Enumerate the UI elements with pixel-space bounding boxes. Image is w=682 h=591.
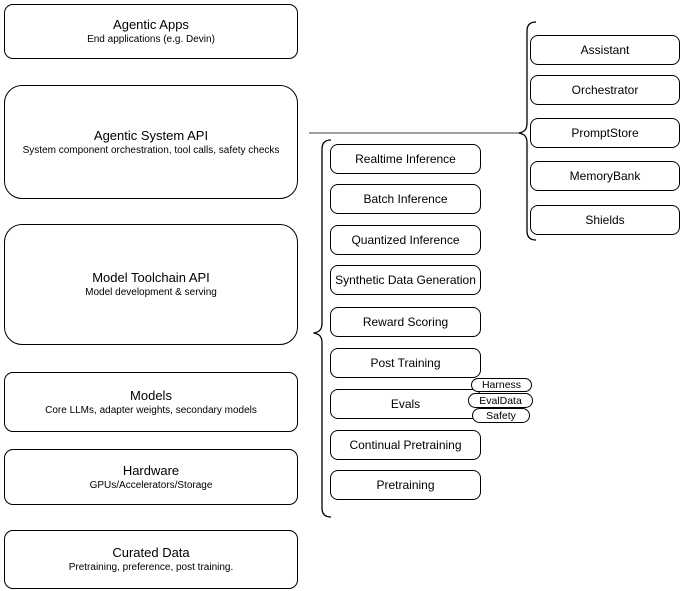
eval-tag-safety: Safety <box>472 408 530 423</box>
node-hardware: Hardware GPUs/Accelerators/Storage <box>4 449 298 505</box>
node-label: Post Training <box>370 356 441 370</box>
node-title: Agentic System API <box>93 127 209 143</box>
node-subtitle: System component orchestration, tool cal… <box>22 144 280 156</box>
node-subtitle: GPUs/Accelerators/Storage <box>89 479 213 491</box>
tag-label: Harness <box>481 379 522 391</box>
node-title: Models <box>130 387 172 403</box>
node-label: Quantized Inference <box>351 233 460 247</box>
node-model-toolchain-api: Model Toolchain API Model development & … <box>4 224 298 345</box>
node-subtitle: Core LLMs, adapter weights, secondary mo… <box>45 404 257 416</box>
node-curated-data: Curated Data Pretraining, preference, po… <box>4 530 298 589</box>
node-models: Models Core LLMs, adapter weights, secon… <box>4 372 298 432</box>
toolchain-brace <box>313 139 332 518</box>
node-promptstore: PromptStore <box>530 118 680 148</box>
node-subtitle: Pretraining, preference, post training. <box>68 562 234 573</box>
node-quantized-inference: Quantized Inference <box>330 225 481 255</box>
node-assistant: Assistant <box>530 35 680 65</box>
node-label: Assistant <box>580 43 630 57</box>
tag-label: Safety <box>486 409 516 422</box>
node-agentic-apps: Agentic Apps End applications (e.g. Devi… <box>4 4 298 59</box>
node-label: Pretraining <box>376 478 435 492</box>
node-pretraining: Pretraining <box>330 470 481 500</box>
node-label: Reward Scoring <box>362 315 449 329</box>
node-subtitle: End applications (e.g. Devin) <box>87 34 215 45</box>
node-memorybank: MemoryBank <box>530 161 680 191</box>
node-label: Synthetic Data Generation <box>335 273 476 287</box>
node-continual-pretraining: Continual Pretraining <box>330 430 481 460</box>
node-realtime-inference: Realtime Inference <box>330 144 481 174</box>
node-label: Batch Inference <box>363 192 448 206</box>
node-orchestrator: Orchestrator <box>530 75 680 105</box>
node-post-training: Post Training <box>330 348 481 378</box>
node-title: Model Toolchain API <box>92 270 210 285</box>
node-shields: Shields <box>530 205 680 235</box>
node-label: Evals <box>390 397 421 411</box>
node-reward-scoring: Reward Scoring <box>330 307 481 337</box>
node-label: PromptStore <box>571 126 639 140</box>
node-label: Shields <box>585 213 625 227</box>
tag-label: EvalData <box>479 394 522 407</box>
node-label: Orchestrator <box>571 83 639 97</box>
node-label: Realtime Inference <box>355 152 456 166</box>
node-subtitle: Model development & serving <box>85 287 217 298</box>
node-label: MemoryBank <box>569 169 641 183</box>
eval-tag-harness: Harness <box>471 378 532 392</box>
node-title: Agentic Apps <box>113 17 189 32</box>
node-agentic-system-api: Agentic System API System component orch… <box>4 85 298 199</box>
node-title: Curated Data <box>112 545 190 560</box>
node-synthetic-data-generation: Synthetic Data Generation <box>330 265 481 295</box>
node-evals: Evals <box>330 389 481 419</box>
node-batch-inference: Batch Inference <box>330 184 481 214</box>
eval-tag-evaldata: EvalData <box>468 393 533 408</box>
node-label: Continual Pretraining <box>349 438 462 452</box>
node-title: Hardware <box>122 462 180 478</box>
